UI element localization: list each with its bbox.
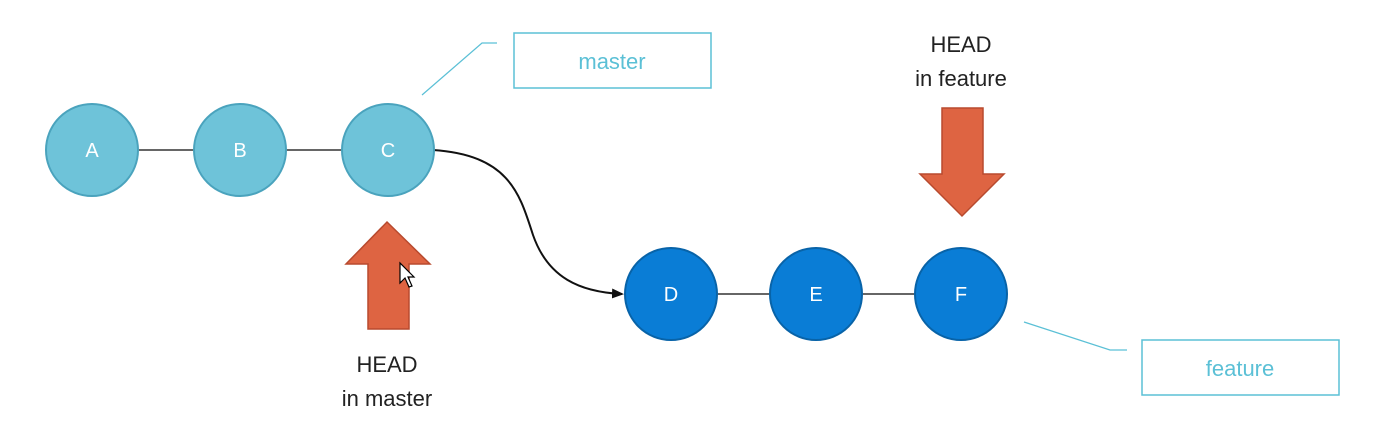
head-master-label-line2: in master — [342, 386, 432, 411]
commit-node — [769, 247, 863, 341]
head-master-arrow-icon — [344, 220, 432, 330]
commit-e[interactable]: E — [769, 247, 863, 341]
commit-label: A — [85, 140, 99, 162]
feature-branch-label[interactable]: feature — [1141, 339, 1340, 396]
head-feature-label-line1: HEAD — [930, 32, 991, 57]
commit-d[interactable]: D — [624, 247, 718, 341]
branch-box — [513, 32, 712, 89]
commit-node — [341, 103, 435, 197]
commit-f[interactable]: F — [914, 247, 1008, 341]
branch-box — [1141, 339, 1340, 396]
mouse-cursor-icon — [399, 261, 416, 288]
feature-branch-leader-line — [1023, 321, 1127, 351]
branch-edge-c-d — [432, 149, 624, 299]
commit-a[interactable]: A — [45, 103, 139, 197]
commit-b[interactable]: B — [193, 103, 287, 197]
master-branch-label[interactable]: master — [513, 32, 712, 89]
branch-name: feature — [1206, 356, 1275, 381]
head-master-label-line1: HEAD — [356, 352, 417, 377]
head-feature-label-line2: in feature — [915, 66, 1007, 91]
commit-node — [914, 247, 1008, 341]
commit-c[interactable]: C — [341, 103, 435, 197]
master-branch-leader-line — [421, 42, 497, 96]
branch-name: master — [578, 49, 645, 74]
commit-label: C — [381, 140, 395, 162]
commit-label: E — [809, 284, 822, 306]
commit-label: F — [955, 284, 967, 306]
commit-label: D — [664, 284, 678, 306]
commit-label: B — [233, 140, 246, 162]
commit-node — [193, 103, 287, 197]
commit-node — [45, 103, 139, 197]
commit-node — [624, 247, 718, 341]
head-feature-arrow-icon — [918, 107, 1006, 218]
